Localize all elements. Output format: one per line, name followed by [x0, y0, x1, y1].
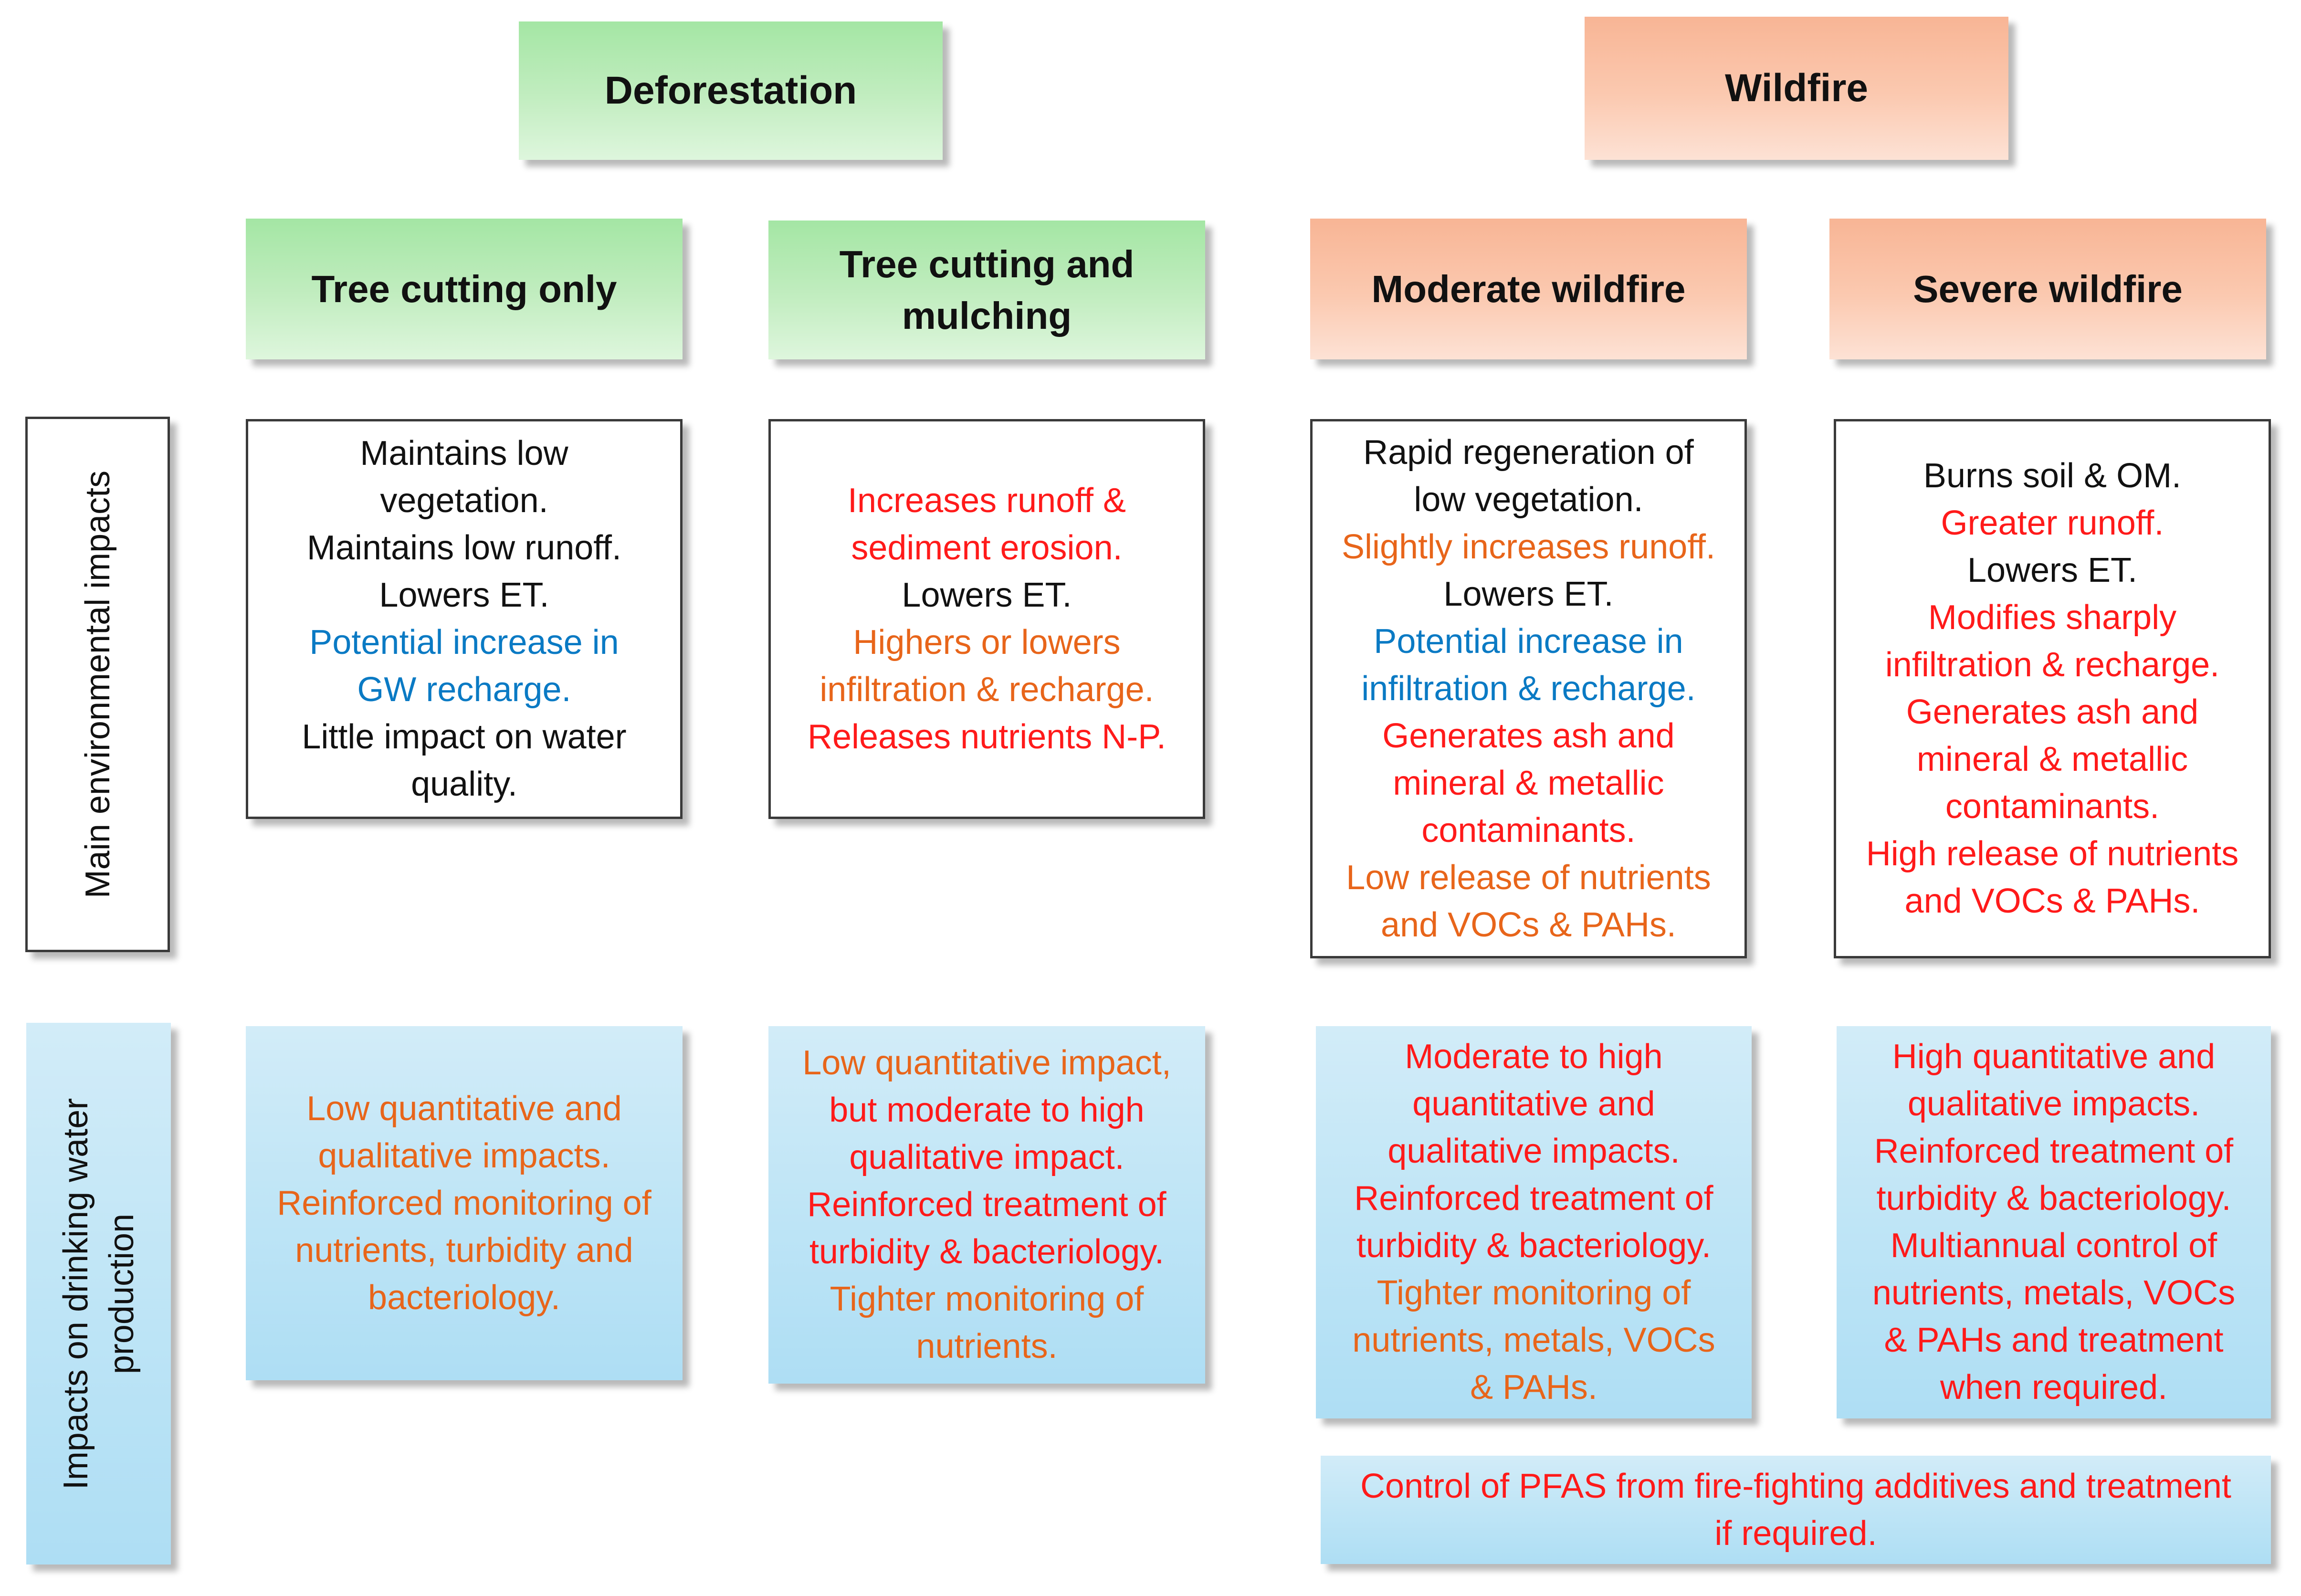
impact-line: & PAHs and treatment [1884, 1321, 2224, 1359]
impact-line: Maintains low runoff. [306, 529, 621, 567]
impact-line: Low quantitative and [306, 1089, 622, 1128]
impact-line: and VOCs & PAHs. [1904, 882, 2200, 920]
impact-line: Low release of nutrients [1346, 858, 1711, 897]
impact-line: quantitative and [1412, 1085, 1655, 1123]
water-tree-cutting-mulching: Low quantitative impact, but moderate to … [768, 1026, 1205, 1384]
impact-line: when required. [1940, 1368, 2168, 1407]
impact-line: Greater runoff. [1941, 504, 2164, 542]
impact-line: infiltration & recharge. [820, 671, 1154, 709]
header-severe-wildfire: Severe wildfire [1829, 219, 2266, 359]
impact-line: mineral & metallic [1393, 764, 1664, 802]
row-label-water: Impacts on drinking water production [26, 1023, 171, 1564]
env-moderate-wildfire: Rapid regeneration of low vegetation. Slig… [1310, 419, 1747, 958]
impact-line: Rapid regeneration of [1363, 433, 1694, 472]
impact-line: Tighter monitoring of [830, 1280, 1144, 1318]
impact-line: Little impact on water [302, 718, 627, 756]
impact-line: nutrients, turbidity and [295, 1231, 633, 1270]
impact-line: Lowers ET. [1443, 575, 1614, 613]
impact-line: Generates ash and [1906, 693, 2199, 731]
impact-line: Lowers ET. [902, 576, 1072, 614]
impact-line: Increases runoff & [848, 482, 1126, 520]
impact-line: Moderate to high [1405, 1038, 1663, 1076]
impact-line: Burns soil & OM. [1923, 457, 2182, 495]
impact-line: High release of nutrients [1866, 835, 2239, 873]
impact-line: Lowers ET. [379, 576, 549, 614]
impact-line: Reinforced monitoring of [277, 1184, 651, 1222]
impact-line: Multiannual control of [1890, 1227, 2217, 1265]
impact-line: Low quantitative impact, [802, 1044, 1171, 1082]
impact-line: quality. [411, 765, 517, 803]
impact-line: vegetation. [380, 482, 548, 520]
impact-line: nutrients. [916, 1327, 1058, 1365]
impact-line: and VOCs & PAHs. [1381, 905, 1676, 944]
impact-line: Lowers ET. [1967, 551, 2138, 589]
impact-line: & PAHs. [1470, 1368, 1597, 1407]
impact-line: Maintains low [360, 434, 568, 472]
pfas-box: Control of PFAS from fire-fighting addit… [1321, 1456, 2271, 1564]
impact-line: Control of PFAS from fire-fighting addit… [1360, 1467, 2231, 1505]
impact-line: Tighter monitoring of [1376, 1274, 1691, 1312]
wildfire-title: Wildfire [1725, 66, 1868, 110]
impact-line: Potential increase in [309, 623, 619, 662]
impact-line: bacteriology. [368, 1278, 560, 1317]
header-line: mulching [902, 294, 1072, 337]
impact-line: Slightly increases runoff. [1341, 527, 1716, 566]
impact-line: sediment erosion. [851, 529, 1123, 567]
impact-line: Reinforced treatment of [807, 1186, 1166, 1224]
impact-line: Releases nutrients N-P. [807, 718, 1166, 756]
impact-line: High quantitative and [1892, 1038, 2216, 1076]
env-tree-cutting-mulching: Increases runoff & sediment erosion. Lower… [768, 419, 1205, 819]
impact-line: low vegetation. [1414, 480, 1643, 519]
env-severe-wildfire: Burns soil & OM. Greater runoff. Lowers ET… [1834, 419, 2271, 958]
header-line: Tree cutting and [839, 242, 1135, 285]
impact-line: Generates ash and [1382, 716, 1675, 755]
impact-line: infiltration & recharge. [1361, 669, 1696, 708]
impact-line: Highers or lowers [853, 623, 1121, 662]
impact-line: but moderate to high [829, 1091, 1145, 1129]
impact-line: mineral & metallic [1916, 740, 2188, 778]
impact-line: infiltration & recharge. [1885, 646, 2220, 684]
water-tree-cutting-only: Low quantitative and qualitative impacts.… [246, 1026, 683, 1380]
header-line: Tree cutting only [311, 267, 617, 310]
row-label-env: Main environmental impacts [25, 417, 170, 952]
header-tree-cutting-mulching: Tree cutting and mulching [768, 220, 1205, 359]
impact-line: qualitative impacts. [318, 1136, 610, 1175]
impact-line: if required. [1714, 1514, 1877, 1553]
impact-line: nutrients, metals, VOCs [1352, 1321, 1715, 1359]
impact-line: contaminants. [1945, 788, 2160, 826]
impact-line: contaminants. [1421, 811, 1636, 850]
impact-line: GW recharge. [357, 671, 571, 709]
env-tree-cutting-only: Maintains low vegetation. Maintains low ru… [246, 419, 683, 819]
impact-line: turbidity & bacteriology. [809, 1233, 1165, 1271]
water-severe-wildfire: High quantitative and qualitative impacts… [1837, 1026, 2271, 1418]
row-label-env-text: Main environmental impacts [78, 470, 117, 899]
impact-line: Modifies sharply [1928, 598, 2177, 637]
impact-line: qualitative impact. [849, 1138, 1124, 1176]
impact-line: Reinforced treatment of [1874, 1132, 2234, 1170]
impact-line: Reinforced treatment of [1354, 1179, 1713, 1218]
impact-line: qualitative impacts. [1907, 1085, 2200, 1123]
deforestation-title: Deforestation [604, 69, 857, 112]
impact-line: qualitative impacts. [1387, 1132, 1680, 1170]
impact-line: nutrients, metals, VOCs [1872, 1274, 2236, 1312]
impact-line: turbidity & bacteriology. [1876, 1179, 2231, 1218]
header-moderate-wildfire: Moderate wildfire [1310, 219, 1747, 359]
impact-line: Potential increase in [1374, 622, 1683, 661]
wildfire-box: Wildfire [1585, 17, 2008, 160]
header-line: Moderate wildfire [1371, 267, 1686, 310]
row-label-water-text: Impacts on drinking water production [56, 1098, 141, 1490]
impact-line: turbidity & bacteriology. [1356, 1227, 1712, 1265]
water-moderate-wildfire: Moderate to high quantitative and qualitat… [1316, 1026, 1752, 1418]
deforestation-box: Deforestation [519, 21, 943, 160]
header-tree-cutting-only: Tree cutting only [246, 219, 683, 359]
header-line: Severe wildfire [1913, 267, 2183, 310]
